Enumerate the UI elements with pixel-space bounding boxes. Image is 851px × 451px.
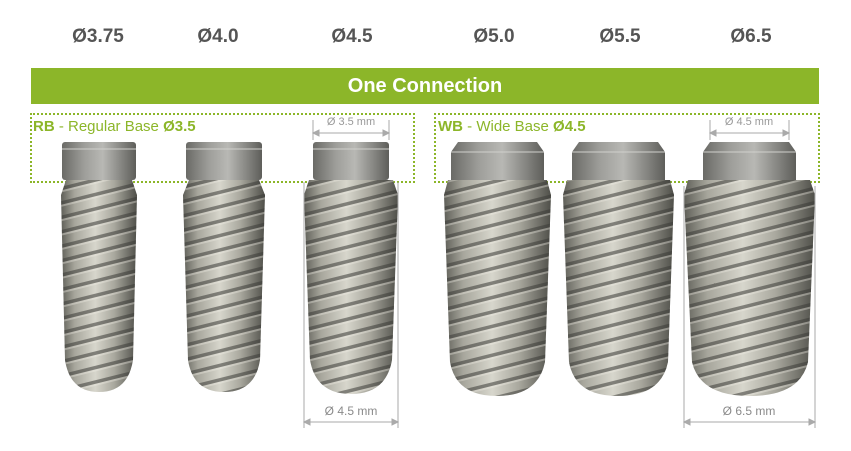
implant-5-5 bbox=[563, 142, 674, 396]
one-connection-banner: One Connection bbox=[31, 68, 819, 104]
implant-4-5-body-dimension-line bbox=[302, 182, 400, 428]
implant-4-0 bbox=[183, 142, 265, 392]
size-label-5-0: Ø5.0 bbox=[473, 26, 515, 47]
rb-platform-dimension-line bbox=[311, 120, 391, 140]
size-label-3-75: Ø3.75 bbox=[72, 26, 124, 47]
implant-4-5-body-dimension: Ø 4.5 mm bbox=[324, 404, 378, 418]
implant-6-5 bbox=[684, 142, 815, 396]
implant-3-75 bbox=[61, 142, 137, 392]
wb-platform-dimension-line bbox=[708, 120, 791, 140]
regular-base-label: RB - Regular Base Ø3.5 bbox=[33, 118, 196, 135]
wide-base-label: WB - Wide Base Ø4.5 bbox=[438, 118, 586, 135]
implant-6-5-body-dimension-line bbox=[682, 186, 817, 428]
implant-5-0 bbox=[444, 142, 551, 396]
size-label-5-5: Ø5.5 bbox=[599, 26, 641, 47]
size-label-6-5: Ø6.5 bbox=[730, 26, 772, 47]
implant-4-5 bbox=[304, 142, 398, 394]
wb-platform-dimension: Ø 4.5 mm bbox=[724, 116, 774, 128]
implant-6-5-body-dimension: Ø 6.5 mm bbox=[722, 404, 776, 418]
size-label-4-0: Ø4.0 bbox=[197, 26, 239, 47]
rb-platform-dimension: Ø 3.5 mm bbox=[326, 116, 376, 128]
size-label-4-5: Ø4.5 bbox=[331, 26, 373, 47]
